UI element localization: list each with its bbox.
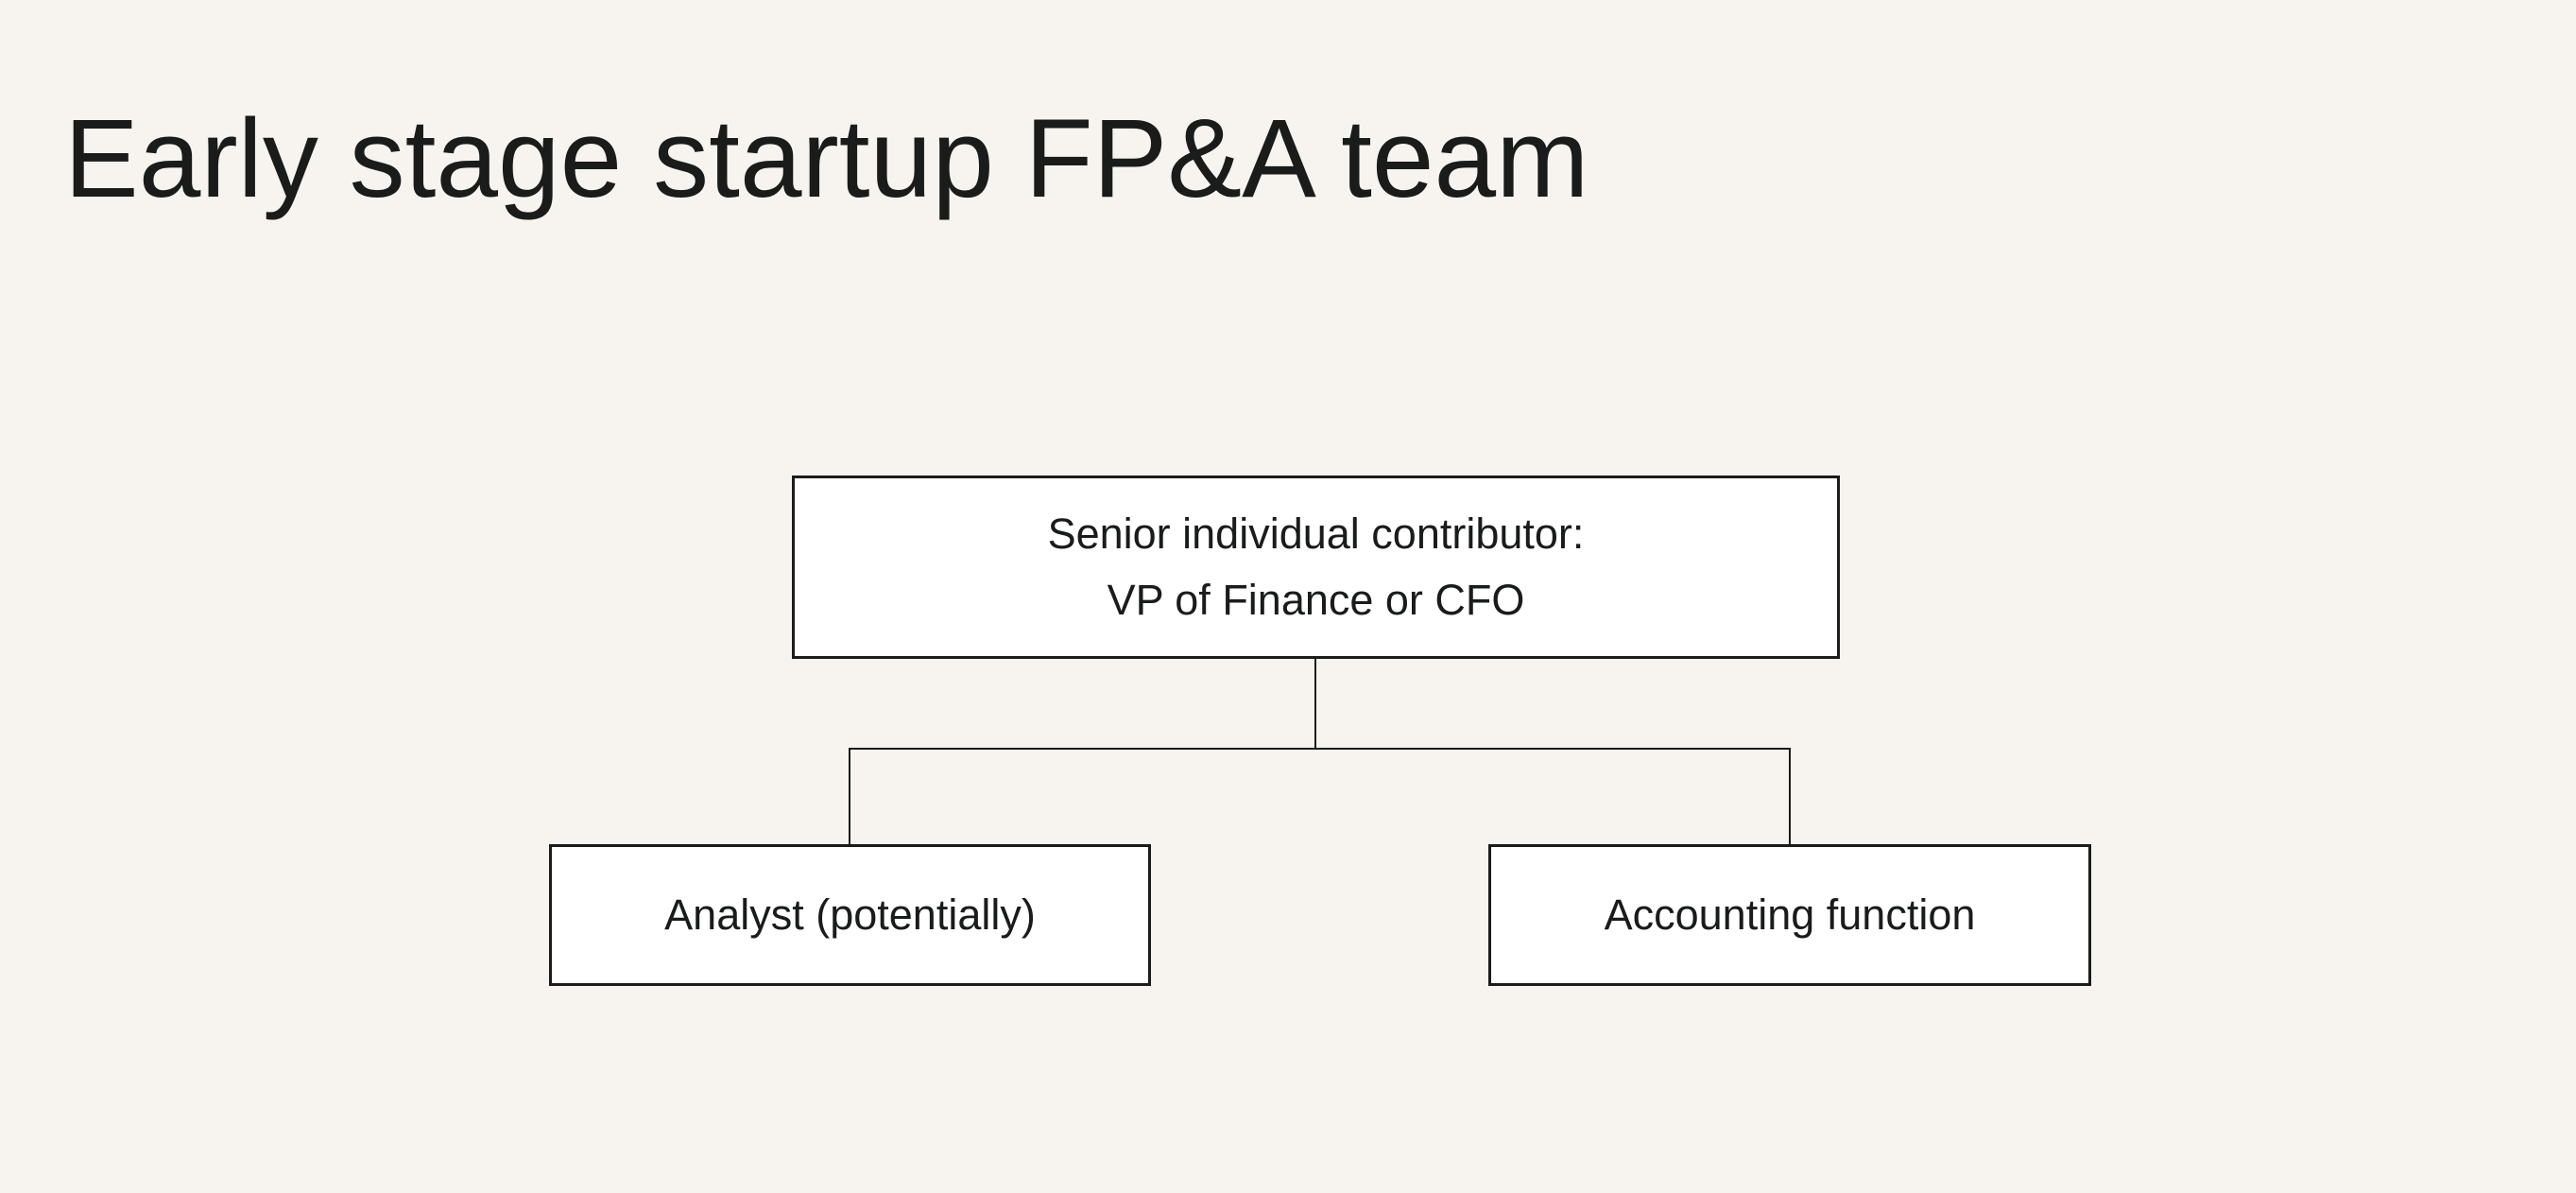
org-node-label: Analyst (potentially)	[664, 890, 1036, 940]
org-node-senior-contributor: Senior individual contributor: VP of Fin…	[792, 475, 1840, 659]
org-node-analyst: Analyst (potentially)	[549, 844, 1151, 986]
connector-left-child-vertical	[849, 748, 850, 844]
connector-right-child-vertical	[1789, 748, 1791, 844]
connector-root-vertical	[1314, 659, 1316, 750]
page-title: Early stage startup FP&A team	[64, 96, 1589, 221]
org-node-label-line1: Senior individual contributor:	[1047, 510, 1585, 559]
connector-horizontal-rail	[849, 748, 1791, 750]
org-node-label-line2: VP of Finance or CFO	[1107, 576, 1525, 624]
org-node-label: Accounting function	[1604, 890, 1976, 940]
org-node-accounting: Accounting function	[1488, 844, 2091, 986]
